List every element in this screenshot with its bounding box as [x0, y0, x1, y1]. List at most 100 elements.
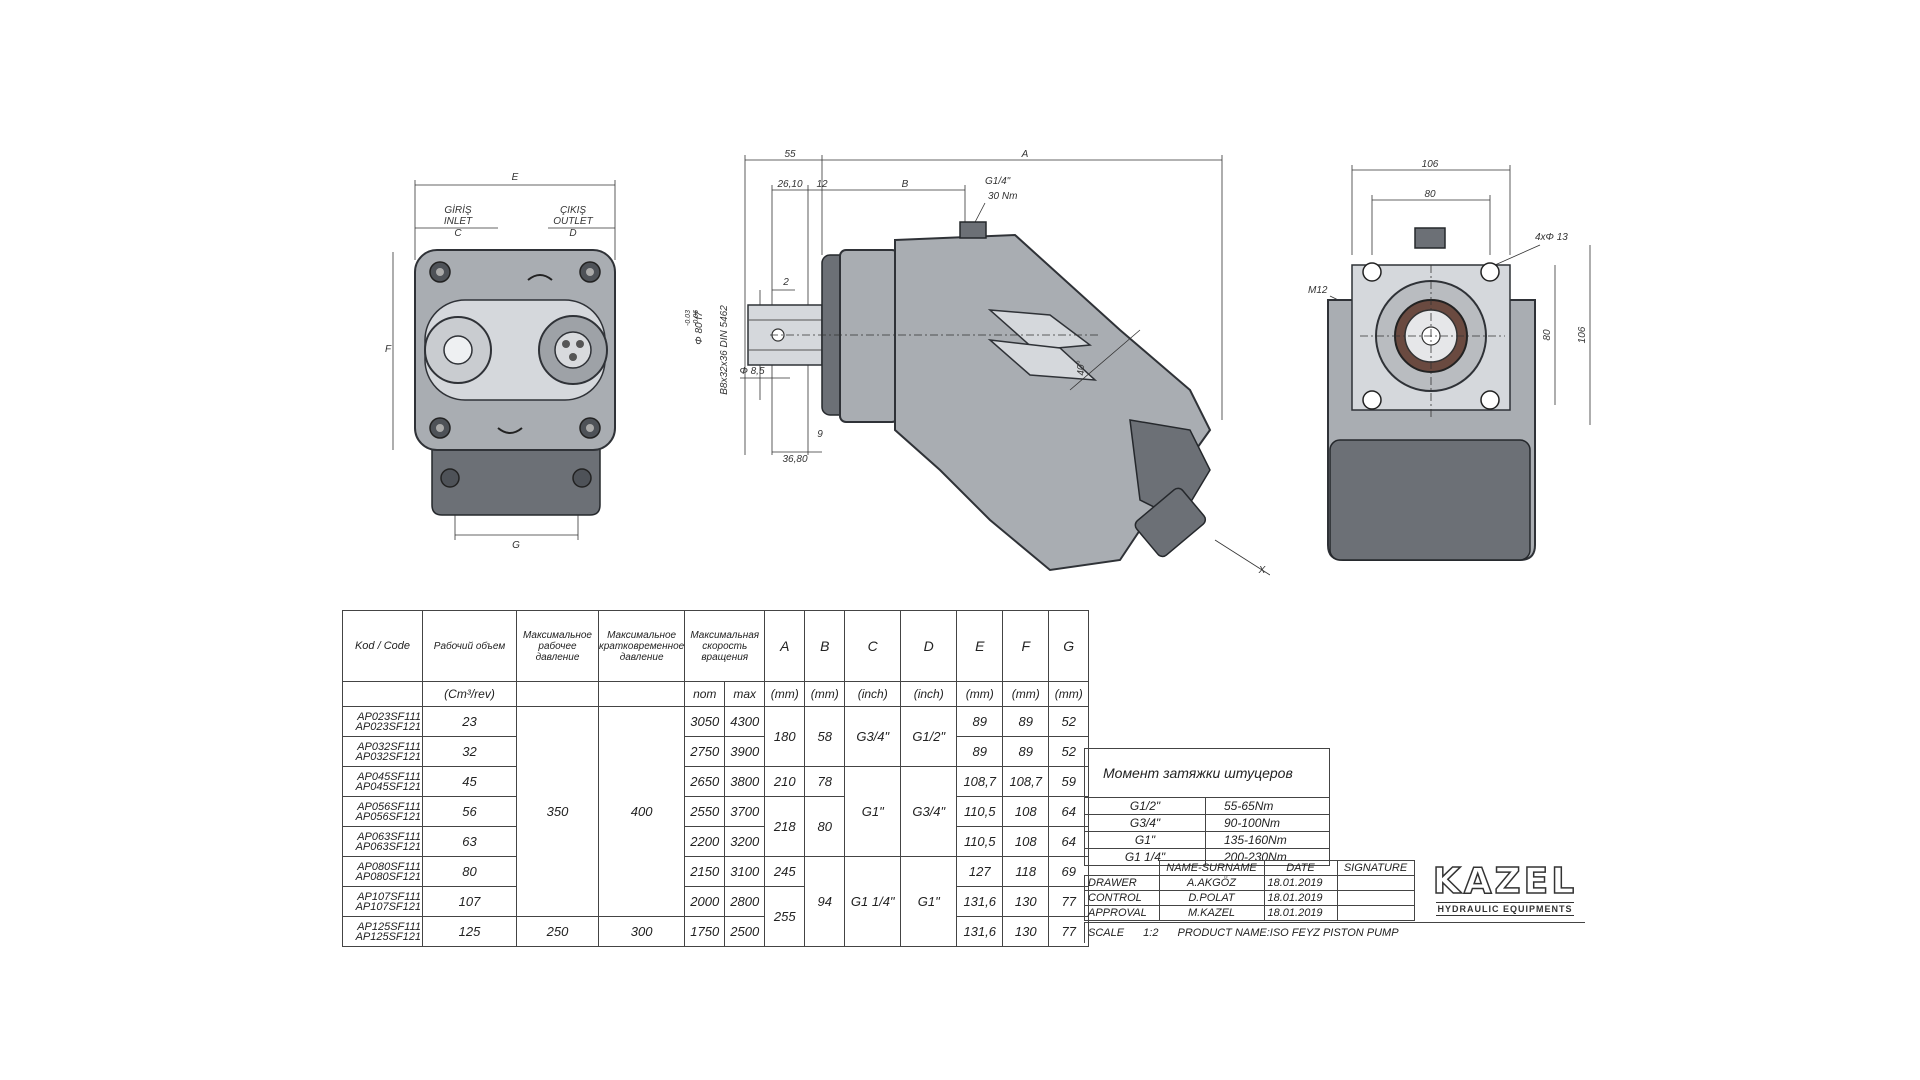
date-cell: 18.01.2019 [1263, 905, 1338, 921]
dim-e-cell: 131,6 [956, 916, 1004, 947]
dim-g-cell: 59 [1048, 766, 1090, 797]
unit-displacement: (Cm³/rev) [422, 681, 517, 707]
speed-max-cell: 3100 [724, 856, 766, 887]
approval-row: APPROVAL M.KAZEL 18.01.2019 [1084, 905, 1415, 921]
dim-a-cell: 210 [764, 766, 806, 797]
front-view-drawing: E GİRİŞ INLET C ÇIKIŞ OUTLET D F G [385, 172, 616, 551]
unit-f: (mm) [1002, 681, 1050, 707]
col-peak-pressure-header: Максимальное кратковременное давление [597, 610, 686, 682]
dim-e-cell: 89 [956, 736, 1004, 767]
mounting-flange [431, 439, 601, 516]
angle-label: 40° [1076, 360, 1087, 375]
fitting-torque: 135-160Nm [1224, 833, 1287, 847]
dim-g-label: G [512, 540, 520, 551]
speed-nom-cell: 3050 [684, 706, 726, 737]
speed-nom-cell: 1750 [684, 916, 726, 947]
dim-f-cell: 130 [1002, 886, 1050, 917]
product-name: PRODUCT NAME:ISO FEYZ PISTON PUMP [1177, 927, 1399, 939]
scale-label: SCALE [1088, 927, 1125, 939]
dim-a-cell: 218 [764, 796, 806, 857]
dim-b-cell: 58 [804, 706, 846, 767]
signature-header: SIGNATURE [1336, 860, 1415, 876]
dim-f-cell: 108 [1002, 796, 1050, 827]
dim-e-label: E [512, 172, 519, 183]
torque-table: Момент затяжки штуцеров G1/2" 55-65Nm G3… [1084, 748, 1330, 866]
torque-row: G1" 135-160Nm [1085, 832, 1329, 849]
dim-e-cell: 108,7 [956, 766, 1004, 797]
thread-label: M12 [1308, 285, 1328, 296]
holes-label: 4xΦ 13 [1535, 232, 1568, 243]
peak-pressure-cell: 400 [597, 706, 686, 917]
dim-b-cell: 80 [804, 796, 846, 857]
dim-a-label: A [1021, 149, 1029, 160]
dim-d85-label: Φ 8,5 [739, 366, 764, 377]
code-cell: AP063SF121 [355, 840, 421, 853]
torque-row: G1/2" 55-65Nm [1085, 798, 1329, 815]
dim-f-label: F [385, 344, 392, 355]
dim-106-side-label: 106 [1577, 326, 1588, 343]
dim-g-cell: 77 [1048, 886, 1090, 917]
unit-a: (mm) [764, 681, 806, 707]
shaft-dia-label: Φ 80 f7 [694, 311, 705, 345]
torque-row: G3/4" 90-100Nm [1085, 815, 1329, 832]
rotation-arrow-icon [527, 274, 553, 281]
drain-port [959, 221, 987, 239]
role-cell: DRAWER [1084, 875, 1160, 891]
dim-80-side-label: 80 [1542, 329, 1553, 341]
code-cell: AP032SF121 [355, 750, 421, 763]
dim-c-label: C [454, 228, 462, 239]
col-max-pressure-header: Максимальное рабочее давление [516, 610, 599, 682]
code-cell: AP023SF121 [355, 720, 421, 733]
speed-max-cell: 2800 [724, 886, 766, 917]
approval-row: CONTROL D.POLAT 18.01.2019 [1084, 890, 1415, 906]
dim-b-label: B [902, 179, 909, 190]
name-cell: D.POLAT [1158, 890, 1265, 906]
dim-f-cell: 130 [1002, 916, 1050, 947]
table-header-row: Kod / Code Рабочий объем Максимальное ра… [342, 610, 1090, 682]
torque-title: Момент затяжки штуцеров [1085, 749, 1329, 798]
displacement-cell: 107 [422, 886, 517, 917]
dim-55-label: 55 [784, 149, 796, 160]
dim-12-label: 12 [816, 179, 828, 190]
displacement-cell: 45 [422, 766, 517, 797]
unit-d: (inch) [900, 681, 958, 707]
dim-g-cell: 52 [1048, 736, 1090, 767]
drive-shaft [747, 304, 823, 366]
dim-80-top-label: 80 [1424, 189, 1436, 200]
role-cell: APPROVAL [1084, 905, 1160, 921]
code-cell: AP080SF121 [355, 870, 421, 883]
dim-c-cell: G3/4" [844, 706, 902, 767]
date-cell: 18.01.2019 [1263, 875, 1338, 891]
code-cell: AP107SF111 [357, 890, 421, 903]
fitting-size: G1" [1085, 832, 1206, 848]
unit-b: (mm) [804, 681, 846, 707]
dim-c-cell: G1" [844, 766, 902, 857]
dim-a-cell: 180 [764, 706, 806, 767]
dim-d-cell: G1" [900, 856, 958, 947]
mounting-hole-icon [1362, 262, 1500, 410]
inlet-en-label: INLET [444, 216, 473, 227]
dim-2-label: 2 [782, 277, 789, 288]
col-max-speed-header: Максимальная скорость вращения [684, 610, 766, 682]
speed-max-cell: 3800 [724, 766, 766, 797]
col-a-header: A [764, 610, 806, 682]
col-f-header: F [1002, 610, 1050, 682]
code-cell: AP045SF111 [357, 770, 421, 783]
col-displacement-header: Рабочий объем [422, 610, 517, 682]
speed-max-cell: 3200 [724, 826, 766, 857]
title-block: NAME-SURNAME DATE SIGNATURE DRAWER A.AKG… [1084, 860, 1415, 921]
dim-e-cell: 110,5 [956, 796, 1004, 827]
unit-nom: nom [684, 681, 726, 707]
dim-a-cell: 245 [764, 856, 806, 887]
port-torque-label: 30 Nm [988, 191, 1017, 202]
scale-value: 1:2 [1143, 927, 1159, 939]
shaft-tol-lower: -0.06 [693, 310, 700, 326]
dim-d-cell: G3/4" [900, 766, 958, 857]
speed-max-cell: 4300 [724, 706, 766, 737]
name-header: NAME-SURNAME [1158, 860, 1265, 876]
dim-e-cell: 89 [956, 706, 1004, 737]
